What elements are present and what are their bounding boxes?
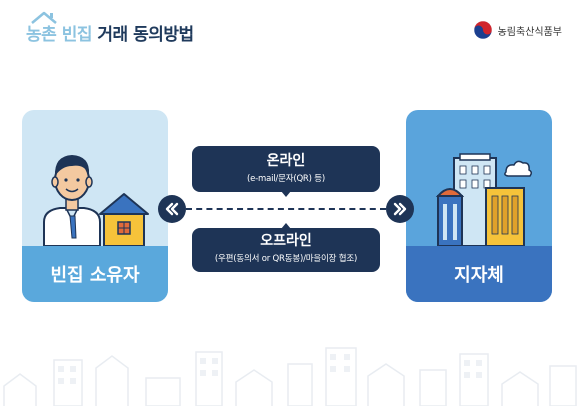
title-main: 거래 동의방법 xyxy=(97,25,194,45)
online-pointer xyxy=(281,191,291,197)
title-accent: 농촌 빈집 xyxy=(26,25,92,45)
page-title: 농촌 빈집 거래 동의방법 xyxy=(26,20,194,45)
online-method-box: 온라인 (e-mail/문자(QR) 등) xyxy=(192,146,380,197)
house-roof-icon xyxy=(31,11,57,24)
city-buildings-illustration xyxy=(435,153,533,246)
connector-dashed-line xyxy=(186,208,386,210)
ministry-name: 농림축산식품부 xyxy=(497,26,562,38)
local-government-card-label: 지자체 xyxy=(406,246,552,302)
owner-card-label: 빈집 소유자 xyxy=(22,246,168,302)
ministry-logo: 농림축산식품부 xyxy=(473,20,562,40)
background-skyline-decoration xyxy=(3,347,577,406)
online-title: 온라인 xyxy=(266,153,306,169)
owner-with-house-illustration xyxy=(43,155,149,246)
offline-title: 오프라인 xyxy=(260,233,312,249)
double-chevron-left-icon xyxy=(158,195,186,223)
offline-pointer xyxy=(281,223,291,229)
owner-card: 빈집 소유자 xyxy=(22,110,168,302)
double-chevron-right-icon xyxy=(386,195,414,223)
offline-detail: (우편(동의서 or QR동봉)/마을이장 협조) xyxy=(214,254,358,264)
local-government-card: 지자체 xyxy=(406,110,552,302)
offline-method-box: 오프라인 (우편(동의서 or QR동봉)/마을이장 협조) xyxy=(192,223,380,272)
taegeuk-emblem-icon xyxy=(473,20,492,40)
online-detail: (e-mail/문자(QR) 등) xyxy=(247,174,325,184)
